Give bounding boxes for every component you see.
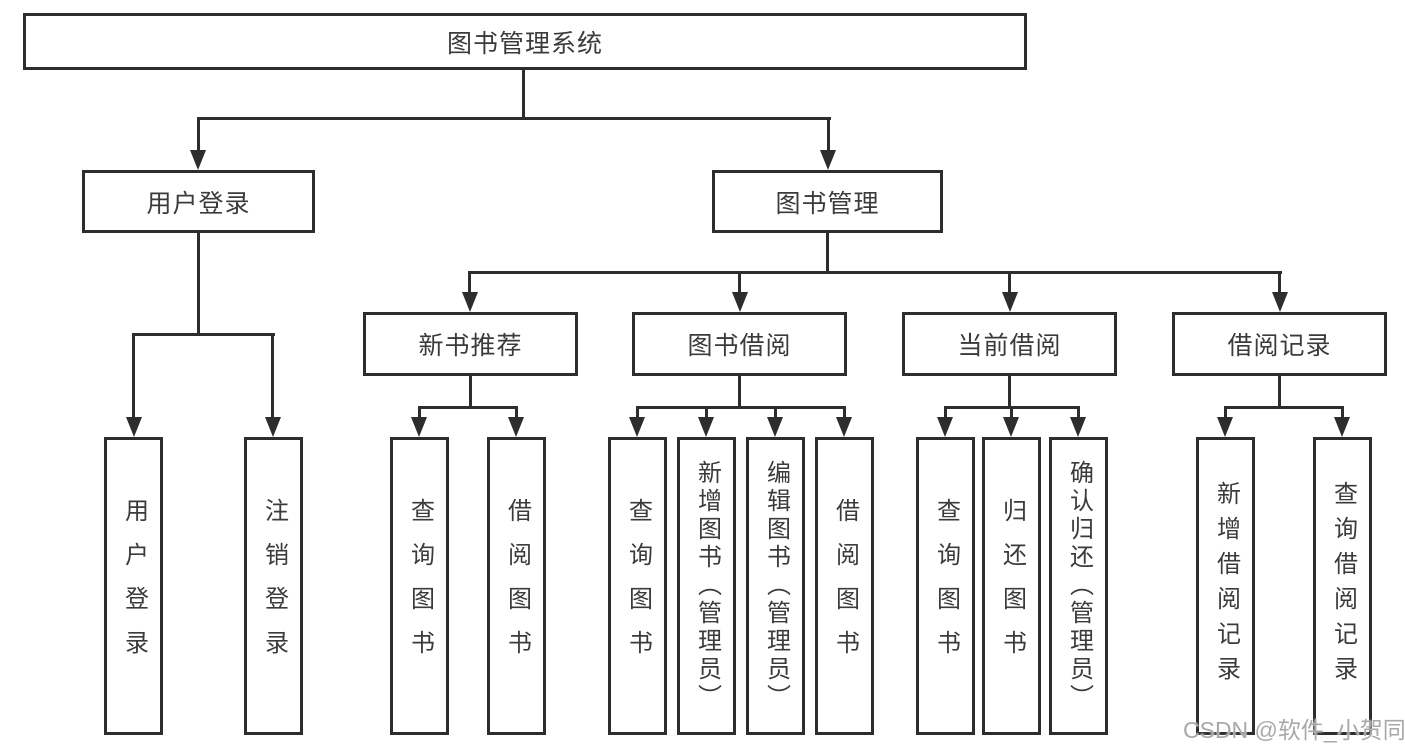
- connector-line: [1341, 406, 1344, 419]
- node-new-book-recommend: 新书推荐: [363, 312, 578, 376]
- connector-line: [418, 406, 421, 419]
- node-borrow-records: 借阅记录: [1172, 312, 1387, 376]
- connector-line: [738, 271, 741, 294]
- connector-line: [197, 117, 200, 153]
- arrow-down-icon: [462, 292, 478, 312]
- leaf-query-books-borrowing: 查询图书: [608, 437, 667, 735]
- connector-line: [132, 333, 275, 336]
- leaf-label: 用户登录: [120, 498, 148, 674]
- node-book-borrowing: 图书借阅: [632, 312, 847, 376]
- arrow-down-icon: [126, 417, 142, 437]
- arrow-down-icon: [1003, 417, 1019, 437]
- arrow-down-icon: [508, 417, 524, 437]
- arrow-down-icon: [1070, 417, 1086, 437]
- connector-line: [774, 406, 777, 419]
- leaf-label: 新增图书（管理员）: [693, 460, 721, 712]
- leaf-add-borrow-record: 新增借阅记录: [1196, 437, 1255, 735]
- connector-line: [469, 376, 472, 409]
- node-label: 图书管理系统: [446, 29, 603, 58]
- leaf-logout: 注销登录: [244, 437, 303, 735]
- leaf-query-books-current: 查询图书: [916, 437, 975, 735]
- leaf-add-book-admin: 新增图书（管理员）: [677, 437, 736, 735]
- connector-line: [738, 376, 741, 409]
- connector-line: [1008, 271, 1011, 294]
- node-label: 图书管理: [775, 189, 880, 218]
- leaf-label: 新增借阅记录: [1212, 481, 1240, 691]
- arrow-down-icon: [767, 417, 783, 437]
- watermark: CSDN @软件_小贺同学: [1183, 717, 1405, 743]
- connector-line: [515, 406, 518, 419]
- connector-line: [636, 406, 846, 409]
- connector-line: [468, 271, 1282, 274]
- node-label: 当前借阅: [957, 332, 1062, 360]
- arrow-down-icon: [265, 417, 281, 437]
- leaf-label: 查询图书: [624, 498, 652, 674]
- connector-line: [944, 406, 947, 419]
- leaf-label: 编辑图书（管理员）: [762, 460, 790, 712]
- connector-line: [1224, 406, 1344, 409]
- connector-line: [1278, 271, 1281, 294]
- connector-line: [197, 233, 200, 336]
- connector-line: [826, 233, 829, 274]
- connector-line: [522, 70, 525, 119]
- connector-line: [418, 406, 518, 409]
- arrow-down-icon: [937, 417, 953, 437]
- arrow-down-icon: [1217, 417, 1233, 437]
- connector-line: [843, 406, 846, 419]
- connector-line: [1010, 406, 1013, 419]
- leaf-label: 注销登录: [260, 498, 288, 674]
- leaf-return-book: 归还图书: [982, 437, 1041, 735]
- leaf-borrow-books-recommend: 借阅图书: [487, 437, 546, 735]
- arrow-down-icon: [698, 417, 714, 437]
- leaf-query-books-recommend: 查询图书: [390, 437, 449, 735]
- arrow-down-icon: [1002, 292, 1018, 312]
- node-label: 借阅记录: [1227, 332, 1332, 360]
- node-current-borrowing: 当前借阅: [902, 312, 1117, 376]
- leaf-label: 查询借阅记录: [1329, 481, 1357, 691]
- arrow-down-icon: [732, 292, 748, 312]
- leaf-confirm-return-admin: 确认归还（管理员）: [1049, 437, 1108, 735]
- node-book-management: 图书管理: [712, 170, 943, 233]
- arrow-down-icon: [1334, 417, 1350, 437]
- leaf-label: 确认归还（管理员）: [1065, 460, 1093, 712]
- leaf-label: 借阅图书: [831, 498, 859, 674]
- node-user-login: 用户登录: [82, 170, 315, 233]
- node-label: 图书借阅: [687, 332, 792, 360]
- connector-line: [705, 406, 708, 419]
- connector-line: [271, 333, 274, 419]
- connector-line: [132, 333, 135, 419]
- leaf-label: 查询图书: [406, 498, 434, 674]
- node-label: 用户登录: [146, 189, 251, 218]
- leaf-user-login: 用户登录: [104, 437, 163, 735]
- leaf-label: 借阅图书: [503, 498, 531, 674]
- connector-line: [1278, 376, 1281, 409]
- arrow-down-icon: [1272, 292, 1288, 312]
- leaf-label: 归还图书: [998, 498, 1026, 674]
- connector-line: [636, 406, 639, 419]
- leaf-borrow-books-borrowing: 借阅图书: [815, 437, 874, 735]
- connector-line: [468, 271, 471, 294]
- leaf-edit-book-admin: 编辑图书（管理员）: [746, 437, 805, 735]
- arrow-down-icon: [836, 417, 852, 437]
- connector-line: [197, 117, 831, 120]
- connector-line: [1008, 376, 1011, 409]
- node-root: 图书管理系统: [23, 13, 1027, 70]
- connector-line: [1224, 406, 1227, 419]
- connector-line: [827, 117, 830, 153]
- arrow-down-icon: [629, 417, 645, 437]
- leaf-query-borrow-record: 查询借阅记录: [1313, 437, 1372, 735]
- arrow-down-icon: [190, 150, 206, 170]
- node-label: 新书推荐: [418, 332, 523, 360]
- arrow-down-icon: [820, 150, 836, 170]
- leaf-label: 查询图书: [932, 498, 960, 674]
- connector-line: [1077, 406, 1080, 419]
- arrow-down-icon: [411, 417, 427, 437]
